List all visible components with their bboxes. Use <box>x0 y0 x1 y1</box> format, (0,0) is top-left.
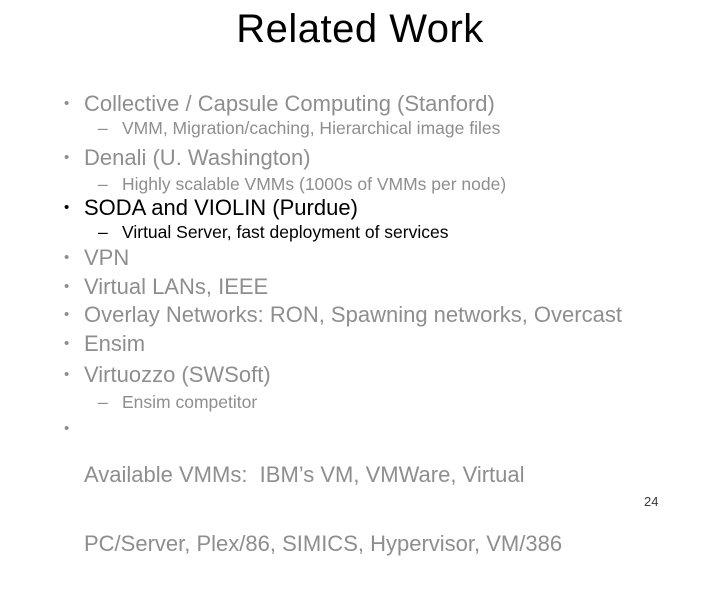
dash-icon: – <box>98 392 108 412</box>
sub-bullet-text: Ensim competitor <box>122 392 258 412</box>
slide-title: Related Work <box>236 7 484 51</box>
bullet-item-vpn: • VPN <box>64 245 129 271</box>
sub-bullet-item-vmm-migration: – VMM, Migration/caching, Hierarchical i… <box>98 117 500 139</box>
bullet-icon: • <box>64 420 70 437</box>
bullet-item-denali: • Denali (U. Washington) <box>64 145 311 171</box>
bullet-item-collective: • Collective / Capsule Computing (Stanfo… <box>64 91 495 117</box>
bullet-text: VPN <box>84 245 130 270</box>
bullet-text: Overlay Networks: RON, Spawning networks… <box>84 302 622 327</box>
bullet-item-ensim: • Ensim <box>64 331 145 357</box>
bullet-item-virtual-lans: • Virtual LANs, IEEE <box>64 274 268 300</box>
bullet-item-available-vmms: • Available VMMs: IBM’s VM, VMWare, Virt… <box>64 417 562 601</box>
bullet-icon: • <box>64 306 70 323</box>
bullet-text: Virtual LANs, IEEE <box>84 274 269 299</box>
sub-bullet-item-ensim-competitor: – Ensim competitor <box>98 391 257 413</box>
sub-bullet-item-virtual-server: – Virtual Server, fast deployment of ser… <box>98 221 449 243</box>
bullet-text-line-1: Available VMMs: IBM’s VM, VMWare, Virtua… <box>84 462 525 487</box>
bullet-text: Available VMMs: IBM’s VM, VMWare, Virtua… <box>84 417 562 601</box>
dash-icon: – <box>98 118 108 138</box>
sub-bullet-text: VMM, Migration/caching, Hierarchical ima… <box>122 118 501 138</box>
bullet-item-overlay-networks: • Overlay Networks: RON, Spawning networ… <box>64 302 622 328</box>
bullet-item-virtuozzo: • Virtuozzo (SWSoft) <box>64 362 271 388</box>
bullet-icon: • <box>64 249 70 266</box>
bullet-icon: • <box>64 149 70 166</box>
slide-canvas: Related Work • Collective / Capsule Comp… <box>64 7 659 555</box>
bullet-icon: • <box>64 366 70 383</box>
sub-bullet-text: Virtual Server, fast deployment of servi… <box>122 222 449 242</box>
bullet-icon: • <box>64 95 70 112</box>
bullet-text: Virtuozzo (SWSoft) <box>84 362 271 387</box>
dash-icon: – <box>98 174 108 194</box>
page-number: 24 <box>644 494 659 509</box>
bullet-icon: • <box>64 335 70 352</box>
bullet-text: Ensim <box>84 331 146 356</box>
bullet-text: SODA and VIOLIN (Purdue) <box>84 195 358 220</box>
sub-bullet-item-scalable-vmms: – Highly scalable VMMs (1000s of VMMs pe… <box>98 173 506 195</box>
bullet-text-line-2: PC/Server, Plex/86, SIMICS, Hypervisor, … <box>84 531 563 556</box>
bullet-icon: • <box>64 278 70 295</box>
bullet-icon: • <box>64 199 70 216</box>
dash-icon: – <box>98 222 108 242</box>
bullet-item-soda-violin: • SODA and VIOLIN (Purdue) <box>64 195 358 221</box>
bullet-text: Denali (U. Washington) <box>84 145 311 170</box>
sub-bullet-text: Highly scalable VMMs (1000s of VMMs per … <box>122 174 507 194</box>
bullet-text: Collective / Capsule Computing (Stanford… <box>84 91 495 116</box>
